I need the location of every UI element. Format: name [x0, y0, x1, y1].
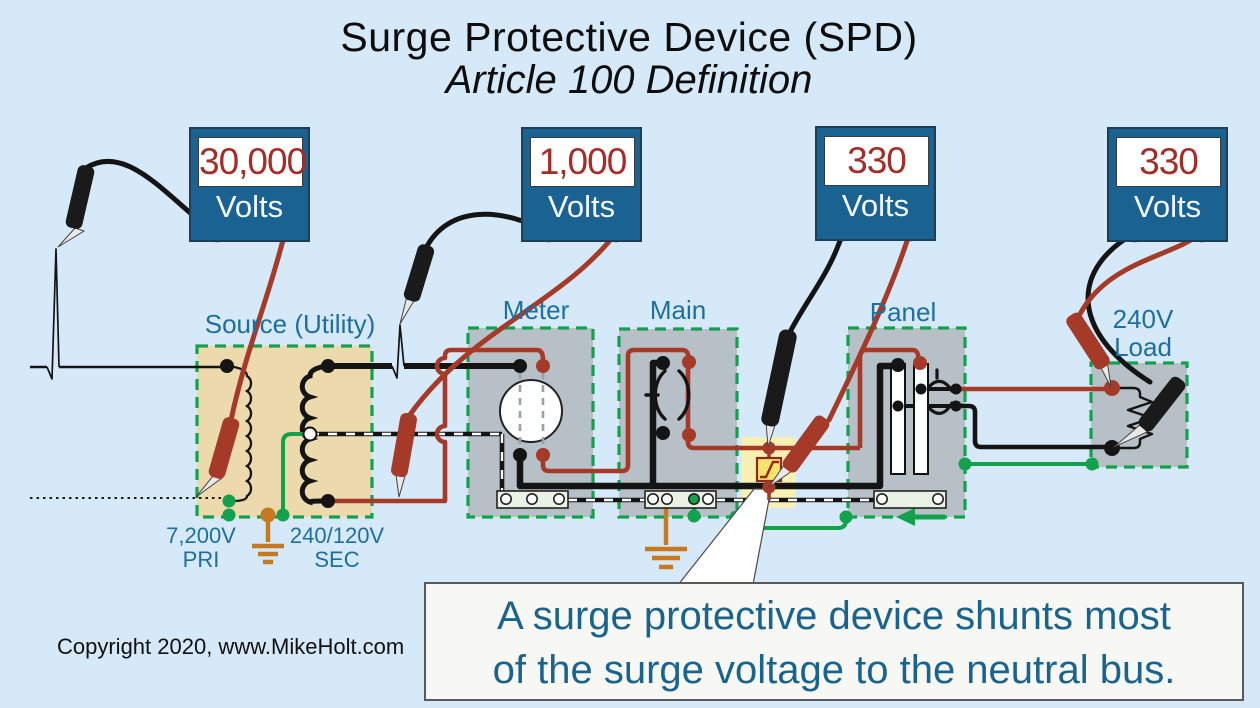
center-tap-ground-wire [281, 432, 308, 513]
grounding-electrode-main [645, 504, 687, 570]
lead-red-3 [826, 229, 913, 423]
terminal-black [207, 222, 1145, 243]
primary-voltage-label: 7,200V [166, 523, 236, 548]
black-probe-2 [403, 244, 435, 302]
varistor-symbol [760, 460, 779, 479]
voltmeter-4: 330 Volts [1107, 127, 1228, 242]
primary-winding [226, 364, 253, 503]
panel-neutral-bus [873, 490, 947, 509]
meter-label: Meter [502, 295, 570, 325]
l2-meter-to-panel [540, 347, 860, 474]
panel-label: Panel [869, 297, 937, 327]
lead-red-1 [228, 233, 287, 423]
kwh-meter-symbol [499, 372, 563, 450]
main-breaker-symbol [644, 369, 691, 421]
voltmeter-1-value: 30,000 [199, 141, 307, 182]
red-probe-1 [208, 417, 240, 479]
neutral-bus-bars [496, 490, 947, 509]
red-probe-4 [1066, 312, 1110, 370]
ground-path-arrow [896, 508, 915, 526]
voltmeter-2-display: 1,000 [530, 137, 635, 187]
black-probe-3 [761, 329, 797, 427]
main-neutral-bus [644, 490, 717, 509]
primary-label: PRI [182, 547, 220, 572]
voltmeter-2: 1,000 Volts [521, 127, 642, 242]
test-leads [83, 158, 1205, 423]
voltmeter-1-unit: Volts [215, 189, 284, 224]
l2-source-to-meter [328, 347, 546, 504]
secondary-label: SEC [314, 547, 360, 572]
grounding-electrode-source [252, 514, 284, 565]
page-subtitle: Article 100 Definition [445, 58, 813, 102]
caption-line-1: A surge protective device shunts most [497, 594, 1171, 638]
caption-line-2: of the surge voltage to the neutral bus. [492, 648, 1176, 692]
terminal-red [274, 222, 1212, 243]
center-tap-terminal [302, 426, 318, 442]
voltmeter-1-display: 30,000 [198, 137, 307, 187]
source-label: Source (Utility) [204, 309, 376, 339]
voltmeter-3-display: 330 [824, 136, 929, 186]
surge-spike-primary [46, 248, 60, 380]
load-label-word: Load [1114, 332, 1172, 362]
red-hot-conductors [328, 347, 1112, 504]
voltmeter-3-value: 330 [847, 140, 907, 181]
main-label: Main [649, 295, 707, 325]
voltmeter-4-unit: Volts [1133, 189, 1202, 224]
voltmeter-3-unit: Volts [841, 188, 910, 223]
red-probe-2 [391, 412, 417, 478]
voltmeter-4-display: 330 [1116, 137, 1221, 187]
copyright-text: Copyright 2020, www.MikeHolt.com [57, 634, 405, 659]
lead-red-4 [1077, 230, 1205, 317]
surge-spike-secondary [391, 324, 405, 379]
page-title: Surge Protective Device (SPD) [340, 14, 918, 60]
voltmeter-2-value: 1,000 [538, 141, 628, 182]
secondary-voltage-label: 240/120V [289, 523, 385, 548]
voltmeter-3: 330 Volts [815, 126, 936, 241]
meter-neutral-bus [496, 490, 569, 509]
voltmeter-4-value: 330 [1139, 141, 1199, 182]
voltmeter-terminals [207, 222, 1212, 243]
voltmeter-1: 30,000 Volts [189, 127, 310, 242]
black-probe-4 [1138, 376, 1186, 432]
lead-red-2 [406, 230, 619, 419]
lead-black-3 [786, 229, 846, 337]
caption-box: A surge protective device shunts most of… [424, 582, 1244, 701]
load-label-voltage: 240V [1112, 304, 1174, 334]
voltmeter-2-unit: Volts [547, 189, 616, 224]
probe-handles [65, 165, 1186, 479]
black-probe-1 [65, 165, 95, 229]
load-black-wire [956, 403, 1112, 450]
connection-dots [220, 355, 1120, 524]
red-probe-3 [782, 415, 830, 473]
hot-feeder-line [516, 362, 898, 490]
